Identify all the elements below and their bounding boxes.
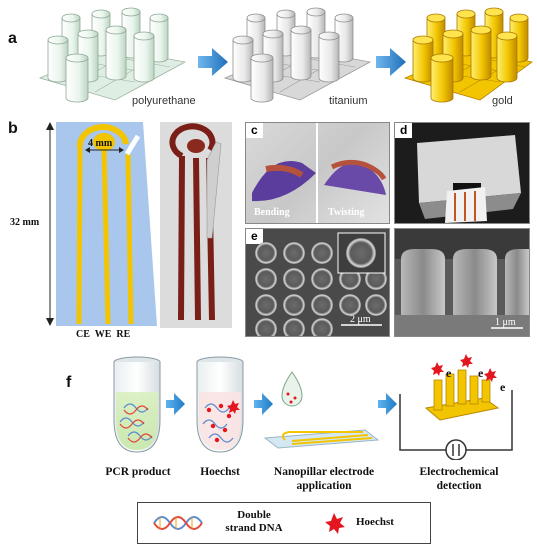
panel-d-photo: d — [394, 122, 530, 224]
step-label-line: PCR product — [105, 466, 171, 478]
step-label-line: application — [296, 480, 352, 492]
legend-dna-line: strand DNA — [225, 522, 283, 534]
bending-twisting-illustration — [252, 123, 387, 223]
panel-c-label: c — [246, 123, 263, 138]
pillar-set-polyurethane — [38, 7, 187, 103]
hoechst-tube — [196, 356, 244, 453]
material-label-gold: gold — [492, 95, 513, 107]
legend-box: Double strand DNA Hoechst — [137, 502, 431, 544]
hoechst-star-icon — [325, 513, 345, 534]
step-label-line: Nanopillar electrode — [273, 466, 375, 478]
panel-a-label: a — [8, 30, 17, 47]
step-label-line: Electrochemical — [419, 466, 499, 478]
step-label-hoechst: Hoechst — [183, 465, 257, 479]
pcr-product-tube — [113, 356, 161, 453]
electron-symbol-2: e — [478, 366, 484, 380]
electrode-terminal-labels: CE WE RE — [76, 329, 131, 340]
workflow-arrow-2 — [254, 393, 273, 415]
twisting-caption: Twisting — [328, 207, 365, 218]
electrode-schematic — [46, 122, 232, 328]
legend-icons — [153, 513, 345, 534]
panel-e-sem-top: e 2 μm — [245, 228, 390, 337]
panel-e-label: e — [246, 229, 263, 244]
step-label-line: detection — [436, 480, 482, 492]
panel-b-label: b — [8, 120, 18, 137]
step-label-electrochemical-detection: Electrochemical detection — [404, 465, 514, 493]
legend-hoechst-label: Hoechst — [356, 516, 394, 528]
electrochemical-detection-setup — [399, 354, 513, 460]
sem-pillar-array — [255, 232, 387, 336]
panel-a-diagram — [38, 7, 533, 103]
panel-e-sem-side: 1 μm — [394, 228, 530, 337]
sem-scale-label-1um: 1 μm — [495, 317, 516, 328]
step-label-nanopillar-application: Nanopillar electrode application — [262, 465, 386, 493]
height-dimension-label: 32 mm — [10, 217, 40, 228]
pillar-set-titanium — [223, 7, 372, 103]
sem-scale-label-2um: 2 μm — [350, 314, 371, 325]
process-arrow-1 — [198, 48, 228, 76]
legend-dna-line: Double — [237, 509, 271, 521]
bending-caption: Bending — [254, 207, 290, 218]
nanopillar-application — [263, 371, 380, 449]
workflow-arrow-1 — [166, 393, 185, 415]
legend-dna-label: Double strand DNA — [214, 509, 294, 535]
electron-symbol-1: e — [446, 366, 452, 380]
process-arrow-2 — [376, 48, 406, 76]
panel-c-photo: c Bending Twisting — [245, 122, 390, 224]
dna-icon — [153, 516, 203, 530]
step-label-pcr-product: PCR product — [90, 465, 186, 479]
material-label-titanium: titanium — [329, 95, 368, 107]
panel-d-label: d — [395, 123, 413, 138]
electron-symbol-3: e — [500, 380, 506, 394]
potentiostat-device-illustration — [417, 135, 521, 223]
width-dimension-label: 4 mm — [88, 138, 113, 149]
sem-pillar-cross-section — [395, 229, 529, 336]
pillar-set-gold — [403, 7, 533, 103]
step-label-line: Hoechst — [200, 466, 240, 478]
panel-f-label: f — [66, 374, 72, 391]
material-label-polyurethane: polyurethane — [132, 95, 196, 107]
workflow-arrow-3 — [378, 393, 397, 415]
detection-workflow-diagram — [113, 354, 513, 460]
